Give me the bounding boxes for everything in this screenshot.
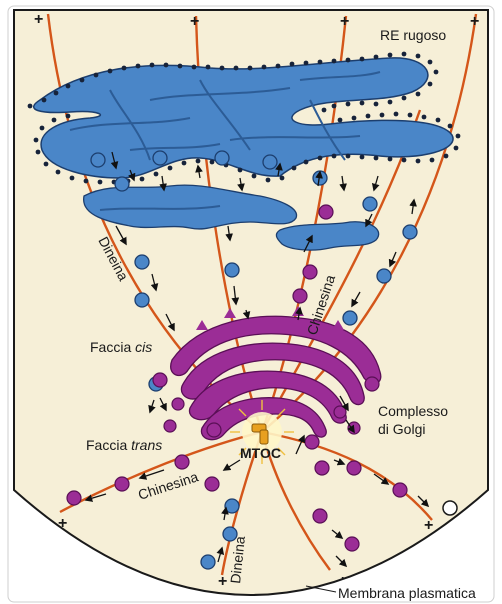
label-faccia-cis-prefix: Faccia bbox=[90, 339, 135, 355]
label-membrana-plasmatica: Membrana plasmatica bbox=[338, 585, 476, 601]
plus-sign: + bbox=[470, 13, 479, 30]
label-re-rugoso: RE rugoso bbox=[380, 27, 446, 43]
exocytosis-pore bbox=[443, 501, 457, 515]
label-complesso-1: Complesso bbox=[378, 403, 448, 419]
plus-sign: + bbox=[190, 13, 199, 30]
plus-sign: + bbox=[340, 13, 349, 30]
label-faccia-cis-em: cis bbox=[135, 339, 152, 355]
label-faccia-trans-prefix: Faccia bbox=[86, 437, 131, 453]
plus-sign: + bbox=[424, 517, 433, 534]
label-mtoc: MTOC bbox=[240, 445, 281, 461]
label-faccia-trans-em: trans bbox=[131, 437, 162, 453]
label-faccia-trans: Faccia trans bbox=[86, 437, 162, 453]
label-faccia-cis: Faccia cis bbox=[90, 339, 152, 355]
label-complesso-2: di Golgi bbox=[378, 421, 425, 437]
plus-sign: + bbox=[218, 573, 227, 590]
plus-sign: + bbox=[34, 11, 43, 28]
